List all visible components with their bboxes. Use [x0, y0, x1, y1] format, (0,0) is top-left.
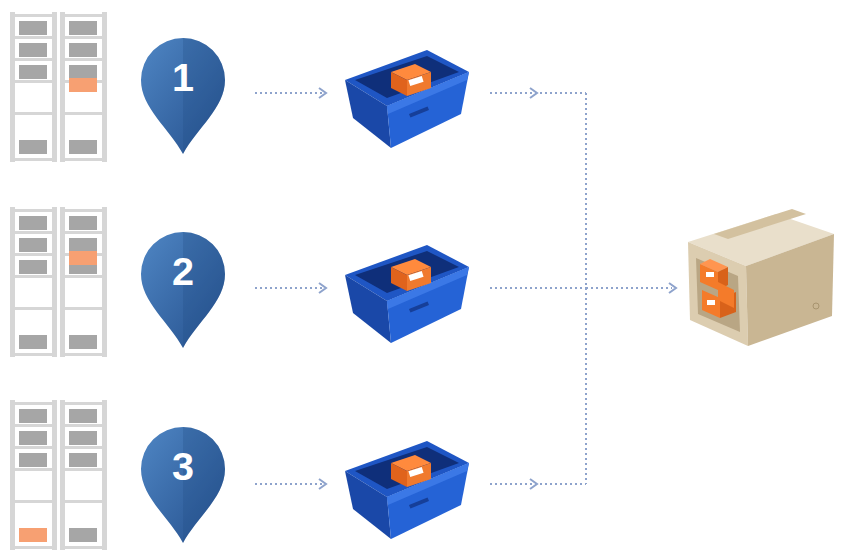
- arrow-head: [530, 88, 537, 98]
- storage-rack: [10, 207, 107, 357]
- map-pin: 1: [139, 36, 227, 156]
- dotted-arrow: [255, 93, 322, 484]
- callout-number: 2: [139, 252, 227, 292]
- picked-item: [69, 251, 97, 265]
- shipping-carton: [688, 209, 834, 346]
- callout-number: 1: [139, 58, 227, 98]
- arrow-head: [530, 479, 537, 489]
- picking-tote: [345, 50, 469, 148]
- arrow-head: [319, 479, 326, 489]
- arrow-head: [669, 283, 676, 293]
- map-pin: 2: [139, 230, 227, 350]
- picked-item: [19, 528, 47, 542]
- picked-item: [69, 78, 97, 92]
- picking-tote: [345, 245, 469, 343]
- picking-tote: [345, 441, 469, 539]
- storage-rack: [10, 12, 107, 162]
- map-pin: 3: [139, 425, 227, 545]
- arrow-head: [319, 283, 326, 293]
- merge-line: [490, 93, 672, 484]
- arrow-head: [319, 88, 326, 98]
- storage-rack: [10, 400, 107, 550]
- callout-number: 3: [139, 447, 227, 487]
